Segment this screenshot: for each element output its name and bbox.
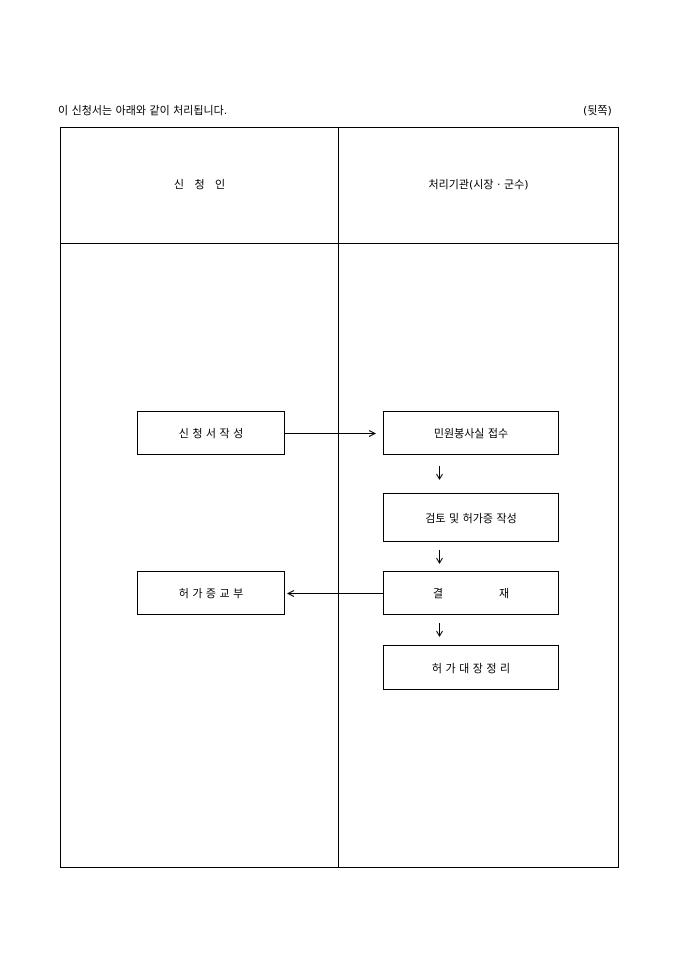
arrow-approval-to-ledger bbox=[436, 623, 443, 637]
agency-column-header: 처리기관(시장 · 군수) bbox=[428, 178, 529, 191]
arrow-receipt-to-review bbox=[436, 466, 443, 480]
civil-service-receipt-step: 민원봉사실 접수 bbox=[383, 411, 559, 455]
column-divider bbox=[338, 127, 339, 868]
process-table bbox=[60, 127, 619, 868]
arrow-apply-to-receipt bbox=[285, 430, 377, 437]
header-divider bbox=[60, 243, 619, 244]
back-side-mark: (뒷쪽) bbox=[583, 104, 612, 117]
ledger-update-step: 허 가 대 장 정 리 bbox=[383, 645, 559, 690]
intro-text: 이 신청서는 아래와 같이 처리됩니다. bbox=[58, 104, 228, 117]
applicant-column-header: 신 청 인 bbox=[173, 178, 226, 191]
permit-issue-step: 허 가 증 교 부 bbox=[137, 571, 285, 615]
approval-step: 결 재 bbox=[383, 571, 559, 615]
arrow-review-to-approval bbox=[436, 550, 443, 564]
review-and-permit-step: 검토 및 허가증 작성 bbox=[383, 493, 559, 542]
arrow-approval-to-issue bbox=[286, 590, 383, 597]
write-application-step: 신 청 서 작 성 bbox=[137, 411, 285, 455]
